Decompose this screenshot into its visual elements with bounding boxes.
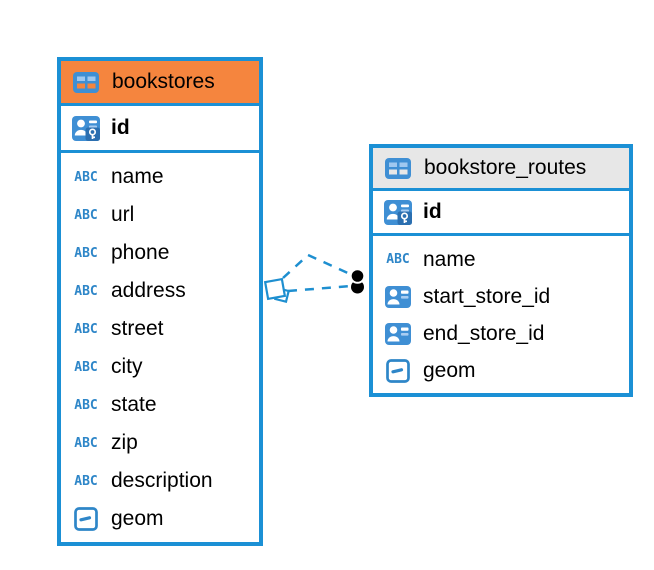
text-type-icon-wrap: ABC (383, 252, 413, 267)
text-type-icon-wrap: ABC (71, 284, 101, 299)
primary-key-row[interactable]: id (373, 191, 629, 236)
text-type-icon-wrap: ABC (71, 208, 101, 223)
entity-table-bookstore_routes[interactable]: bookstore_routes id ABC name start_store_… (369, 144, 633, 397)
primary-key-icon (383, 199, 413, 225)
column-name: phone (111, 241, 170, 264)
one-cardinality-marker (349, 268, 366, 294)
column-row[interactable]: geom (61, 500, 259, 538)
text-type-icon-wrap: ABC (71, 474, 101, 489)
table-header[interactable]: bookstore_routes (373, 148, 629, 191)
text-type-icon: ABC (74, 245, 98, 261)
text-type-icon: ABC (74, 359, 98, 375)
table-header[interactable]: bookstores (61, 61, 259, 106)
column-name: url (111, 203, 135, 226)
reference-type-icon-wrap (383, 285, 413, 308)
column-name: description (111, 469, 213, 492)
many-cardinality-marker (263, 277, 291, 304)
geometry-type-icon (71, 507, 101, 531)
column-name: name (111, 165, 164, 188)
column-name: end_store_id (423, 321, 545, 345)
text-type-icon-wrap: ABC (71, 170, 101, 185)
reference-type-icon-wrap (383, 322, 413, 345)
column-row[interactable]: ABC zip (61, 424, 259, 462)
column-name: state (111, 393, 157, 416)
geometry-type-icon (383, 358, 413, 383)
table-title: bookstore_routes (424, 156, 587, 179)
geometry-type-icon-wrap (383, 358, 413, 383)
column-name: address (111, 279, 186, 302)
primary-key-name: id (111, 116, 130, 139)
text-type-icon-wrap: ABC (71, 322, 101, 337)
primary-key-row[interactable]: id (61, 106, 259, 153)
column-row[interactable]: geom (373, 352, 629, 389)
column-row[interactable]: ABC name (61, 158, 259, 196)
column-name: start_store_id (423, 284, 551, 308)
reference-type-icon (383, 285, 413, 308)
column-name: city (111, 355, 143, 378)
table-title: bookstores (112, 70, 215, 93)
column-row[interactable]: ABC address (61, 272, 259, 310)
text-type-icon: ABC (74, 283, 98, 299)
primary-key-name: id (423, 200, 442, 223)
relationship-line-lower[interactable] (287, 284, 352, 293)
text-type-icon-wrap: ABC (71, 436, 101, 451)
text-type-icon: ABC (386, 252, 410, 267)
table-icon (383, 157, 413, 179)
text-type-icon: ABC (74, 435, 98, 451)
column-row[interactable]: start_store_id (373, 278, 629, 315)
column-name: zip (111, 431, 138, 454)
relationship-line-upper[interactable] (282, 253, 351, 279)
text-type-icon: ABC (74, 321, 98, 337)
text-type-icon-wrap: ABC (71, 360, 101, 375)
columns-section: ABC name start_store_id end_store_id geom (373, 236, 629, 393)
column-row[interactable]: ABC street (61, 310, 259, 348)
text-type-icon-wrap: ABC (71, 398, 101, 413)
primary-key-icon (71, 115, 101, 141)
column-row[interactable]: ABC phone (61, 234, 259, 272)
column-row[interactable]: ABC name (373, 241, 629, 278)
text-type-icon: ABC (74, 397, 98, 413)
column-name: name (423, 247, 476, 271)
reference-type-icon (383, 322, 413, 345)
column-row[interactable]: ABC city (61, 348, 259, 386)
table-icon (71, 71, 101, 93)
column-name: geom (111, 507, 164, 530)
column-row[interactable]: ABC description (61, 462, 259, 500)
text-type-icon: ABC (74, 473, 98, 489)
text-type-icon: ABC (74, 207, 98, 223)
column-row[interactable]: ABC url (61, 196, 259, 234)
geometry-type-icon-wrap (71, 507, 101, 531)
text-type-icon: ABC (74, 169, 98, 185)
text-type-icon-wrap: ABC (71, 246, 101, 261)
column-name: geom (423, 358, 476, 382)
column-name: street (111, 317, 164, 340)
column-row[interactable]: end_store_id (373, 315, 629, 352)
column-row[interactable]: ABC state (61, 386, 259, 424)
